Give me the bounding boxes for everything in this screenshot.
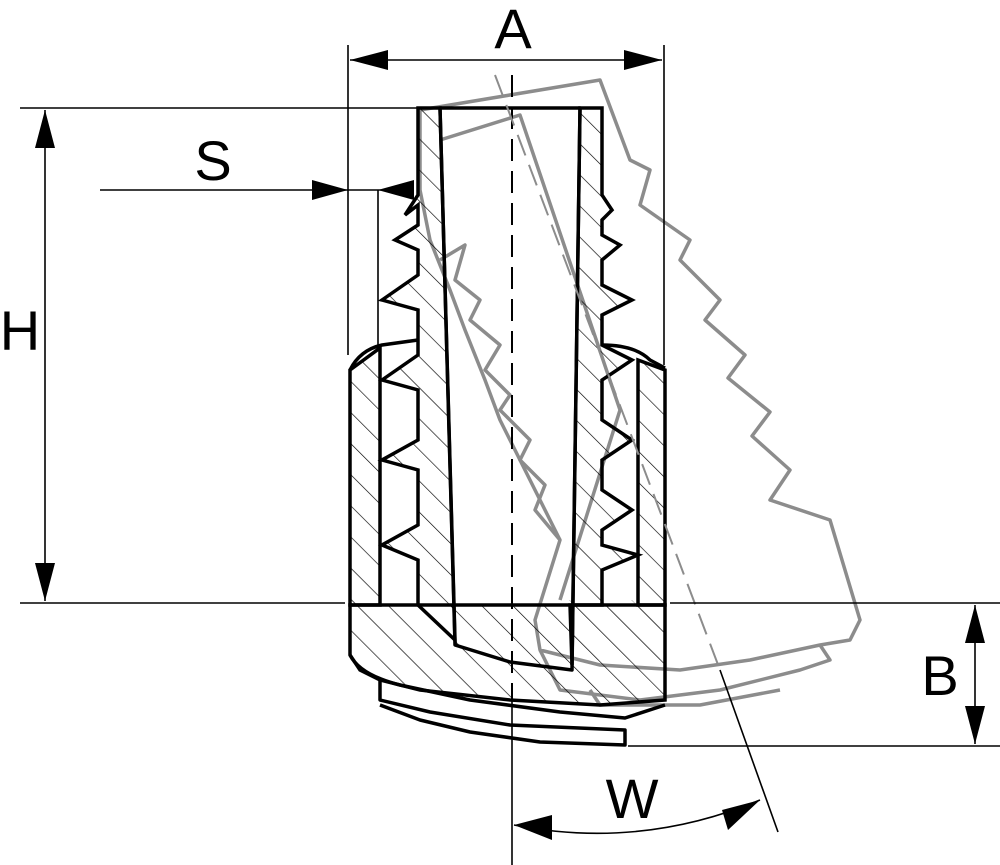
housing-left	[348, 344, 382, 607]
dim-w-arrow-right	[722, 800, 760, 830]
center-lines	[494, 74, 779, 865]
dim-b-arrow-bottom	[965, 706, 985, 744]
dim-h-arrow-top	[35, 110, 55, 148]
dimension-a: A	[347, 0, 665, 365]
dim-s-arrow-left	[378, 180, 414, 200]
dim-b-label: B	[921, 644, 958, 707]
dim-w-label: W	[606, 767, 659, 830]
bore	[438, 106, 582, 672]
tilted-axis-ext	[719, 669, 779, 833]
dim-b-arrow-top	[965, 605, 985, 643]
dim-w-arrow-left	[514, 815, 552, 840]
dimension-s: S	[100, 129, 414, 345]
dimension-h: H	[0, 107, 418, 604]
part-section	[348, 106, 667, 747]
base-bottom-curve	[348, 654, 666, 720]
dim-h-arrow-bottom	[35, 563, 55, 601]
base-body	[348, 603, 667, 707]
housing-collar-left	[348, 338, 419, 371]
dim-s-label: S	[194, 129, 231, 192]
tilted-teeth-left	[439, 243, 562, 542]
dim-s-arrow-right	[312, 180, 348, 200]
dim-a-label: A	[494, 0, 532, 60]
dim-h-label: H	[0, 299, 40, 362]
tilted-centerline	[494, 74, 721, 671]
dim-a-arrow-left	[350, 50, 388, 70]
insert-right-wall	[568, 106, 644, 666]
insert-left-wall	[377, 106, 457, 645]
dimension-b: B	[628, 602, 1000, 747]
housing-collar-right	[601, 343, 666, 370]
tilted-insert-outline	[418, 78, 862, 672]
base-flange	[378, 680, 627, 747]
housing-right	[636, 357, 667, 607]
dim-a-arrow-right	[624, 50, 662, 70]
dimension-w: W	[513, 767, 761, 840]
